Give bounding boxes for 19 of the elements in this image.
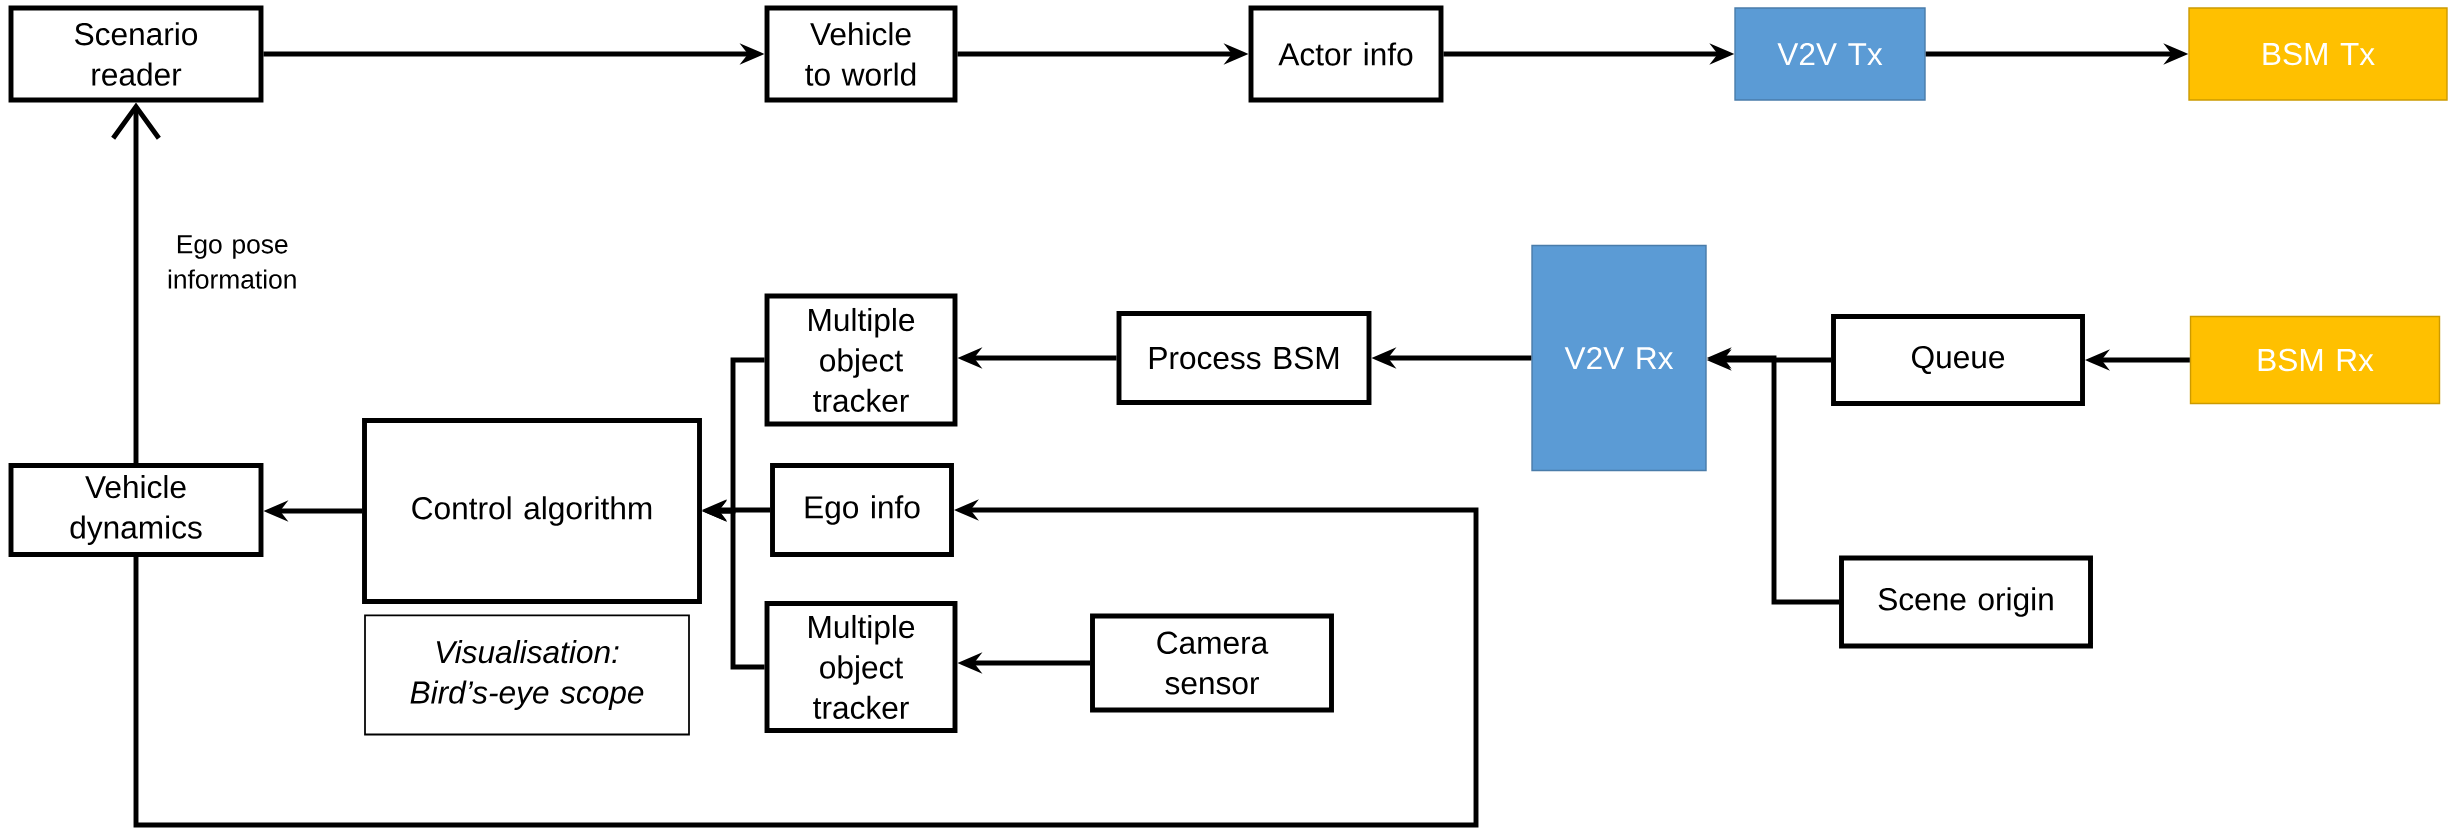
process-box: Queue xyxy=(1831,314,2085,406)
process-box: V2V Rx xyxy=(1531,244,1707,472)
process-box: Process BSM xyxy=(1116,311,1372,405)
process-box: BSM Rx xyxy=(2189,315,2441,405)
process-box: Vehicle to world xyxy=(764,5,958,103)
process-box: Scene origin xyxy=(1839,555,2093,649)
process-box: V2V Tx xyxy=(1734,7,1926,101)
process-box: Vehicle dynamics xyxy=(8,463,264,557)
process-box: Camera sensor xyxy=(1090,613,1334,713)
process-box: BSM Tx xyxy=(2188,7,2448,101)
process-box: Actor info xyxy=(1248,5,1444,103)
note-box: Visualisation: Bird’s-eye scope xyxy=(364,614,690,736)
process-box: Scenario reader xyxy=(8,5,264,103)
process-box: Multiple object tracker xyxy=(764,293,958,427)
process-box: Multiple object tracker xyxy=(764,601,958,733)
process-box: Ego info xyxy=(770,463,954,557)
edge-label: Ego pose information xyxy=(148,231,316,293)
process-box: Control algorithm xyxy=(362,418,702,604)
arrow xyxy=(111,102,161,464)
